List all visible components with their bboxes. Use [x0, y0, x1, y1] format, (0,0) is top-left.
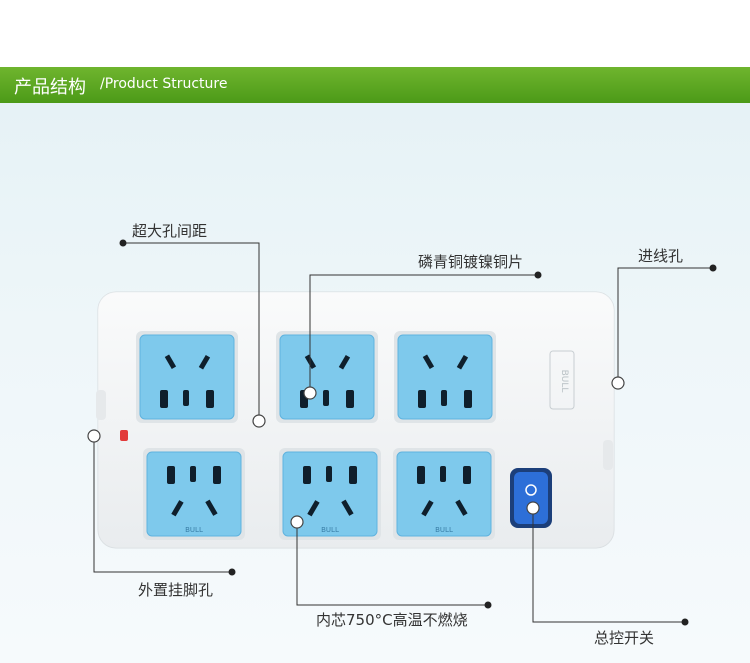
hanging-hole-left	[96, 390, 106, 420]
outlet-socket: BULL	[393, 448, 495, 540]
outlet-socket: BULL	[279, 448, 381, 540]
power-icon	[525, 484, 537, 496]
socket-brand-label: BULL	[321, 526, 339, 534]
socket-brand-label: BULL	[185, 526, 203, 534]
callout-hanging: 外置挂脚孔	[138, 581, 214, 599]
section-title-cn: 产品结构	[14, 77, 86, 98]
section-header: 产品结构 /Product Structure	[0, 67, 750, 103]
outlet-socket: BULL	[143, 448, 245, 540]
master-switch[interactable]	[510, 468, 552, 528]
outlet-socket	[394, 331, 496, 423]
svg-text:BULL: BULL	[559, 370, 569, 393]
callout-spacing: 超大孔间距	[132, 222, 208, 240]
callout-core: 内芯750°C高温不燃烧	[316, 611, 468, 629]
indicator-light	[120, 430, 128, 441]
brand-logo-icon: BULL	[549, 350, 575, 410]
socket-brand-label: BULL	[435, 526, 453, 534]
hanging-hole-right	[603, 440, 613, 470]
outlet-socket	[136, 331, 238, 423]
section-title-en: /Product Structure	[100, 76, 228, 92]
callout-copper: 磷青铜镀镍铜片	[418, 253, 524, 271]
callout-switch: 总控开关	[594, 629, 655, 647]
callout-inlet: 进线孔	[638, 247, 684, 265]
outlet-socket	[276, 331, 378, 423]
